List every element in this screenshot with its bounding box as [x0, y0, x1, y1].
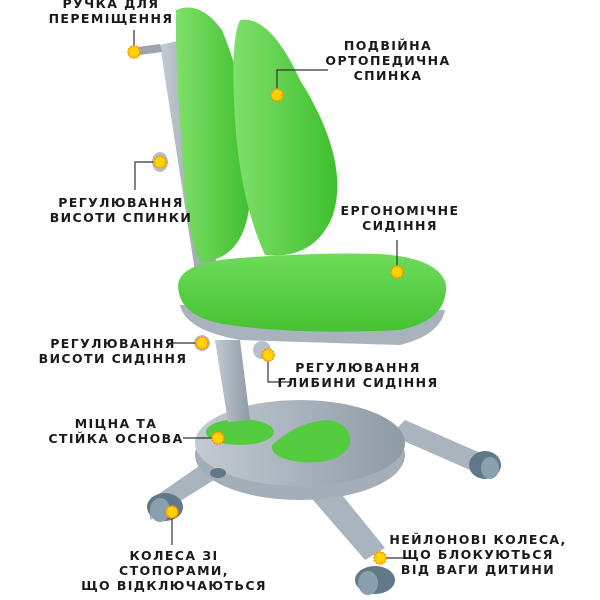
- callout-line: КОЛЕСА ЗІ: [129, 548, 219, 563]
- backrest-right-pad: [233, 19, 338, 256]
- backrest-left-pad: [175, 7, 251, 262]
- callout-line: РЕГУЛЮВАННЯ: [50, 336, 176, 351]
- callout-line: НЕЙЛОНОВІ КОЛЕСА,: [389, 532, 567, 547]
- callout-handle: РУЧКА ДЛЯ ПЕРЕМІЩЕННЯ: [49, 0, 174, 26]
- seat-cushion: [178, 253, 447, 332]
- marker-dots: [127, 45, 404, 565]
- callout-seat-height: РЕГУЛЮВАННЯ ВИСОТИ СИДІННЯ: [39, 336, 188, 366]
- gas-column: [215, 340, 250, 422]
- callout-nylon-wheels: НЕЙЛОНОВІ КОЛЕСА, ЩО БЛОКУЮТЬСЯ ВІД ВАГИ…: [389, 532, 566, 577]
- callout-line: СИДІННЯ: [362, 218, 438, 233]
- callout-seat-depth: РЕГУЛЮВАННЯ ГЛИБИНИ СИДІННЯ: [277, 360, 438, 390]
- callout-line: РЕГУЛЮВАННЯ: [295, 360, 421, 375]
- marker-dot-icon: [127, 45, 141, 59]
- marker-dot-icon: [211, 431, 225, 445]
- marker-dot-icon: [153, 155, 167, 169]
- marker-dot-icon: [270, 88, 284, 102]
- callout-stopper-wheels: КОЛЕСА ЗІ СТОПОРАМИ, ЩО ВІДКЛЮЧАЮТЬСЯ: [81, 548, 267, 593]
- callout-line: ВИСОТИ СИДІННЯ: [38, 351, 188, 366]
- callout-line: ЕРГОНОМІЧНЕ: [340, 203, 460, 218]
- callout-line: МІЦНА ТА: [74, 416, 158, 431]
- callout-line: ПОДВІЙНА: [343, 38, 433, 53]
- callout-line: СТОПОРАМИ,: [119, 563, 229, 578]
- callout-line: СТІЙКА ОСНОВА: [48, 431, 184, 446]
- callout-line: ОРТОПЕДИЧНА: [325, 53, 451, 68]
- marker-dot-icon: [373, 551, 387, 565]
- marker-dot-icon: [390, 265, 404, 279]
- callout-line: ВІД ВАГИ ДИТИНИ: [400, 562, 556, 577]
- chair-base: [150, 400, 485, 560]
- callout-line: РЕГУЛЮВАННЯ: [58, 195, 184, 210]
- marker-dot-icon: [195, 336, 209, 350]
- callout-line: ЩО ВІДКЛЮЧАЮТЬСЯ: [81, 578, 267, 593]
- callout-line: ГЛИБИНИ СИДІННЯ: [277, 375, 439, 390]
- marker-dot-icon: [261, 348, 275, 362]
- callout-base: МІЦНА ТА СТІЙКА ОСНОВА: [48, 416, 183, 446]
- callout-line: ЩО БЛОКУЮТЬСЯ: [402, 547, 554, 562]
- callout-seat: ЕРГОНОМІЧНЕ СИДІННЯ: [341, 203, 460, 233]
- callout-line: ВИСОТИ СПИНКИ: [49, 210, 193, 225]
- callout-back-height: РЕГУЛЮВАННЯ ВИСОТИ СПИНКИ: [50, 195, 193, 225]
- callout-backrest: ПОДВІЙНА ОРТОПЕДИЧНА СПИНКА: [325, 38, 450, 83]
- callout-line: РУЧКА ДЛЯ: [62, 0, 160, 11]
- callout-line: СПИНКА: [353, 68, 423, 83]
- marker-dot-icon: [165, 505, 179, 519]
- callout-line: ПЕРЕМІЩЕННЯ: [48, 11, 174, 26]
